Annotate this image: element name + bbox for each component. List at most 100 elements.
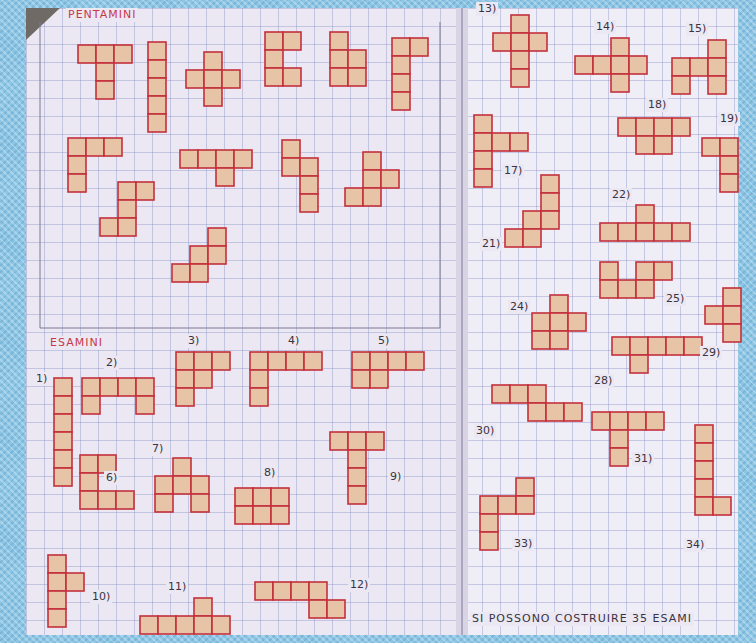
polyomino-cell — [392, 38, 410, 56]
polyomino-cell — [330, 432, 348, 450]
polyomino-cell — [705, 306, 723, 324]
polyomino-cell — [610, 412, 628, 430]
polyomino-cell — [271, 506, 289, 524]
polyomino-cell — [511, 33, 529, 51]
callout-number: 19) — [718, 112, 740, 126]
polyomino-cell — [216, 150, 234, 168]
polyomino-cell — [300, 158, 318, 176]
polyomino-cell — [282, 140, 300, 158]
polyomino-cell — [283, 32, 301, 50]
polyomino-cell — [148, 114, 166, 132]
polyomino-cell — [48, 609, 66, 627]
polyomino-cell — [191, 476, 209, 494]
polyomino-cell — [708, 40, 726, 58]
polyomino-cell — [511, 51, 529, 69]
polyomino-cell — [204, 70, 222, 88]
polyomino-cell — [265, 68, 283, 86]
polyomino-cell — [100, 218, 118, 236]
polyomino-cell — [708, 76, 726, 94]
callout-number: 34) — [684, 538, 706, 552]
polyomino-cell — [148, 96, 166, 114]
polyomino-cell — [345, 188, 363, 206]
polyomino-cell — [600, 280, 618, 298]
polyomino-cell — [723, 306, 741, 324]
callout-number: 22) — [610, 188, 632, 202]
polyomino-cell — [173, 458, 191, 476]
polyomino-cell — [291, 582, 309, 600]
polyomino-cell — [136, 378, 154, 396]
polyomino-cell — [283, 68, 301, 86]
callout-number: 25) — [664, 292, 686, 306]
callout-number: 8) — [262, 466, 277, 480]
polyomino-cell — [304, 352, 322, 370]
polyomino-cell — [96, 81, 114, 99]
polyomino-cell — [474, 151, 492, 169]
polyomino-cell — [672, 76, 690, 94]
polyomino-cell — [630, 337, 648, 355]
polyomino-cell — [618, 280, 636, 298]
polyomino-cell — [366, 432, 384, 450]
polyomino-cell — [208, 228, 226, 246]
polyomino-cell — [392, 56, 410, 74]
polyomino-cell — [474, 133, 492, 151]
polyomino-cell — [600, 262, 618, 280]
polyomino-cell — [190, 246, 208, 264]
polyomino-cell — [273, 582, 291, 600]
polyomino-cell — [100, 378, 118, 396]
polyomino-cell — [528, 385, 546, 403]
polyomino-cell — [309, 582, 327, 600]
polyomino-cell — [118, 200, 136, 218]
polyomino-cell — [352, 352, 370, 370]
polyomino-cell — [666, 337, 684, 355]
polyomino-cell — [48, 573, 66, 591]
polyomino-cell — [392, 74, 410, 92]
callout-number: 18) — [646, 98, 668, 112]
polyomino-cell — [194, 616, 212, 634]
polyomino-cell — [695, 461, 713, 479]
callout-number: 28) — [592, 374, 614, 388]
polyomino-cell — [80, 491, 98, 509]
polyomino-cell — [250, 352, 268, 370]
polyomino-cell — [510, 385, 528, 403]
polyomino-cell — [713, 497, 731, 515]
polyomino-cell — [646, 412, 664, 430]
polyomino-cell — [363, 170, 381, 188]
callout-number: 7) — [150, 442, 165, 456]
polyomino-cell — [54, 414, 72, 432]
callout-number: 31) — [632, 452, 654, 466]
polyomino-cell — [82, 396, 100, 414]
polyomino-cell — [176, 388, 194, 406]
polyomino-cell — [208, 246, 226, 264]
polyomino-cell — [695, 425, 713, 443]
polyomino-cell — [176, 370, 194, 388]
polyomino-cell — [568, 313, 586, 331]
polyomino-cell — [234, 150, 252, 168]
polyomino-cell — [268, 352, 286, 370]
polyomino-cell — [255, 582, 273, 600]
polyomino-cell — [654, 223, 672, 241]
polyomino-cell — [348, 486, 366, 504]
polyomino-cell — [618, 223, 636, 241]
polyomino-cell — [118, 182, 136, 200]
polyomino-cell — [118, 378, 136, 396]
polyomino-cell — [654, 136, 672, 154]
callout-number: 3) — [186, 334, 201, 348]
polyomino-cell — [235, 506, 253, 524]
polyomino-cell — [194, 598, 212, 616]
polyomino-cell — [511, 15, 529, 33]
polyomino-cell — [136, 396, 154, 414]
polyomino-cell — [212, 352, 230, 370]
polyomino-cell — [190, 264, 208, 282]
polyomino-cell — [348, 50, 366, 68]
polyomino-cell — [96, 63, 114, 81]
polyomino-cell — [80, 473, 98, 491]
polyomino-cell — [363, 152, 381, 170]
polyomino-cell — [630, 355, 648, 373]
polyomino-cell — [180, 150, 198, 168]
polyomino-cell — [648, 337, 666, 355]
polyomino-cell — [672, 223, 690, 241]
polyomino-cell — [96, 45, 114, 63]
polyomino-cell — [148, 60, 166, 78]
polyomino-cell — [253, 488, 271, 506]
